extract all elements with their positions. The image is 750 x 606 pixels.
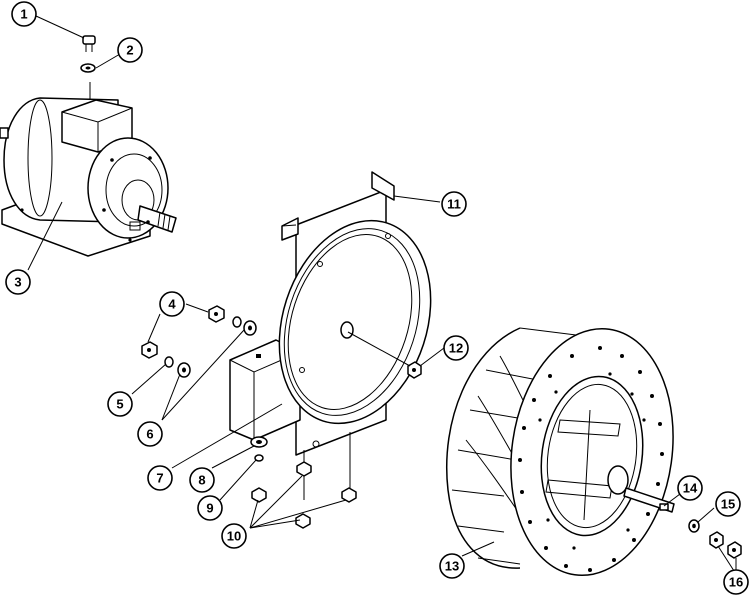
square-nuts [251, 461, 357, 529]
blower-wheel [446, 327, 674, 577]
callout-1: 1 [11, 1, 37, 27]
callout-8-label: 8 [198, 473, 205, 488]
motor [0, 82, 177, 257]
callout-11-label: 11 [447, 197, 461, 212]
callout-2: 2 [117, 37, 143, 63]
callout-1-label: 1 [20, 7, 27, 22]
callout-14: 14 [677, 475, 703, 501]
callout-4-label: 4 [168, 297, 176, 312]
washer [80, 63, 96, 73]
callout-16: 16 [723, 569, 749, 595]
hardware-lower [141, 341, 191, 378]
wheel-inlet [540, 375, 644, 537]
callout-14-label: 14 [683, 481, 698, 496]
screw [82, 35, 96, 52]
shaft-key [623, 487, 675, 513]
plate-outer-ring [278, 219, 432, 425]
nuts-16 [709, 531, 742, 559]
nut-12 [407, 361, 422, 379]
inlet-plate [278, 219, 432, 425]
washer-15 [688, 519, 700, 533]
callout-7: 7 [147, 465, 173, 491]
plate-center-hole [340, 321, 354, 339]
callout-3-label: 3 [14, 275, 21, 290]
callout-4: 4 [159, 291, 185, 317]
callout-16-label: 16 [729, 575, 743, 590]
callout-8: 8 [189, 467, 215, 493]
callout-6-label: 6 [146, 427, 153, 442]
callout-9-label: 9 [206, 501, 213, 516]
callout-10: 10 [221, 523, 247, 549]
callout-5-label: 5 [116, 397, 123, 412]
motor-shaft [137, 205, 177, 233]
callout-2-label: 2 [126, 43, 133, 58]
callout-6: 6 [137, 421, 163, 447]
callout-10-label: 10 [227, 529, 241, 544]
hardware-upper [208, 305, 257, 336]
callout-3: 3 [5, 269, 31, 295]
callout-9: 9 [197, 495, 223, 521]
callout-15-label: 15 [721, 497, 735, 512]
hardware-7-8-9 [250, 436, 268, 462]
callout-5: 5 [107, 391, 133, 417]
callout-7-label: 7 [156, 471, 163, 486]
callout-15: 15 [715, 491, 741, 517]
callout-13: 13 [439, 553, 465, 579]
callout-12-label: 12 [449, 341, 463, 356]
callout-12: 12 [443, 335, 469, 361]
callout-13-label: 13 [445, 559, 459, 574]
callout-11: 11 [441, 191, 467, 217]
